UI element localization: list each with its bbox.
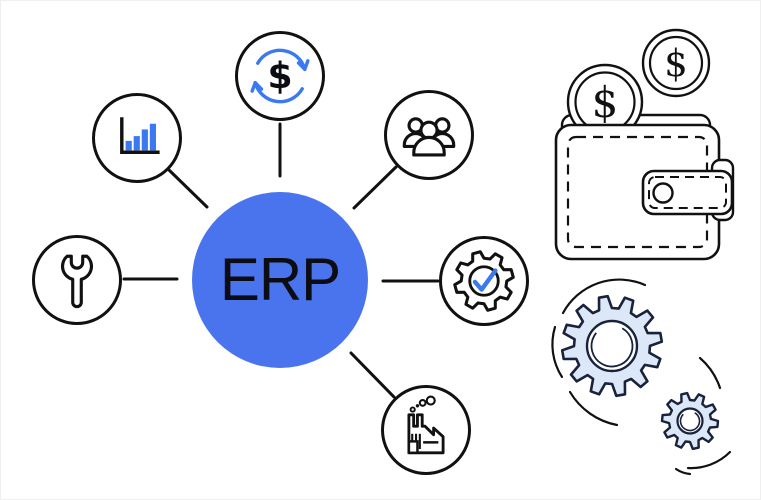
node-process-check xyxy=(439,236,529,326)
gear-large xyxy=(560,294,664,398)
connector-people xyxy=(352,165,398,210)
factory-icon xyxy=(407,395,445,455)
erp-hub: ERP xyxy=(192,192,368,368)
coin-right: $ xyxy=(641,28,711,98)
chart-bars xyxy=(125,123,156,151)
connector-factory xyxy=(349,351,396,399)
chart-axes xyxy=(120,117,160,154)
refresh-arrowhead-right xyxy=(296,59,310,72)
person-center-body xyxy=(412,135,446,157)
bar-chart-icon xyxy=(120,117,160,154)
node-analytics xyxy=(92,93,182,183)
factory-door xyxy=(407,440,419,455)
wallet-button xyxy=(652,182,674,204)
motion-arcs xyxy=(551,278,732,476)
wrench-shape xyxy=(60,254,94,309)
wrench-icon xyxy=(60,254,94,309)
gears-icon xyxy=(551,278,732,476)
dollar-refresh-icon: $ xyxy=(250,48,310,104)
erp-label: ERP xyxy=(219,246,341,313)
people-icon xyxy=(402,117,456,157)
check-mark xyxy=(472,268,498,292)
gear-check-icon xyxy=(453,250,515,312)
wallet-strap-stitching xyxy=(648,176,727,209)
refresh-arc-bottom xyxy=(253,80,304,104)
connector-chart xyxy=(167,168,209,209)
wallet-icon: $ $ xyxy=(554,28,735,261)
node-maintenance xyxy=(32,235,122,325)
coin-left: $ xyxy=(566,63,644,141)
refresh-arrowhead-left xyxy=(250,80,264,93)
node-team xyxy=(384,90,474,180)
gear-small xyxy=(660,391,720,451)
coin-left-dollar: $ xyxy=(592,78,619,127)
refresh-arc-top xyxy=(256,48,307,72)
node-currency-flow: $ xyxy=(235,31,325,121)
node-manufacturing xyxy=(381,385,471,475)
factory-smoke xyxy=(409,395,436,413)
dollar-sign: $ xyxy=(267,55,292,97)
coin-right-dollar: $ xyxy=(664,42,688,85)
